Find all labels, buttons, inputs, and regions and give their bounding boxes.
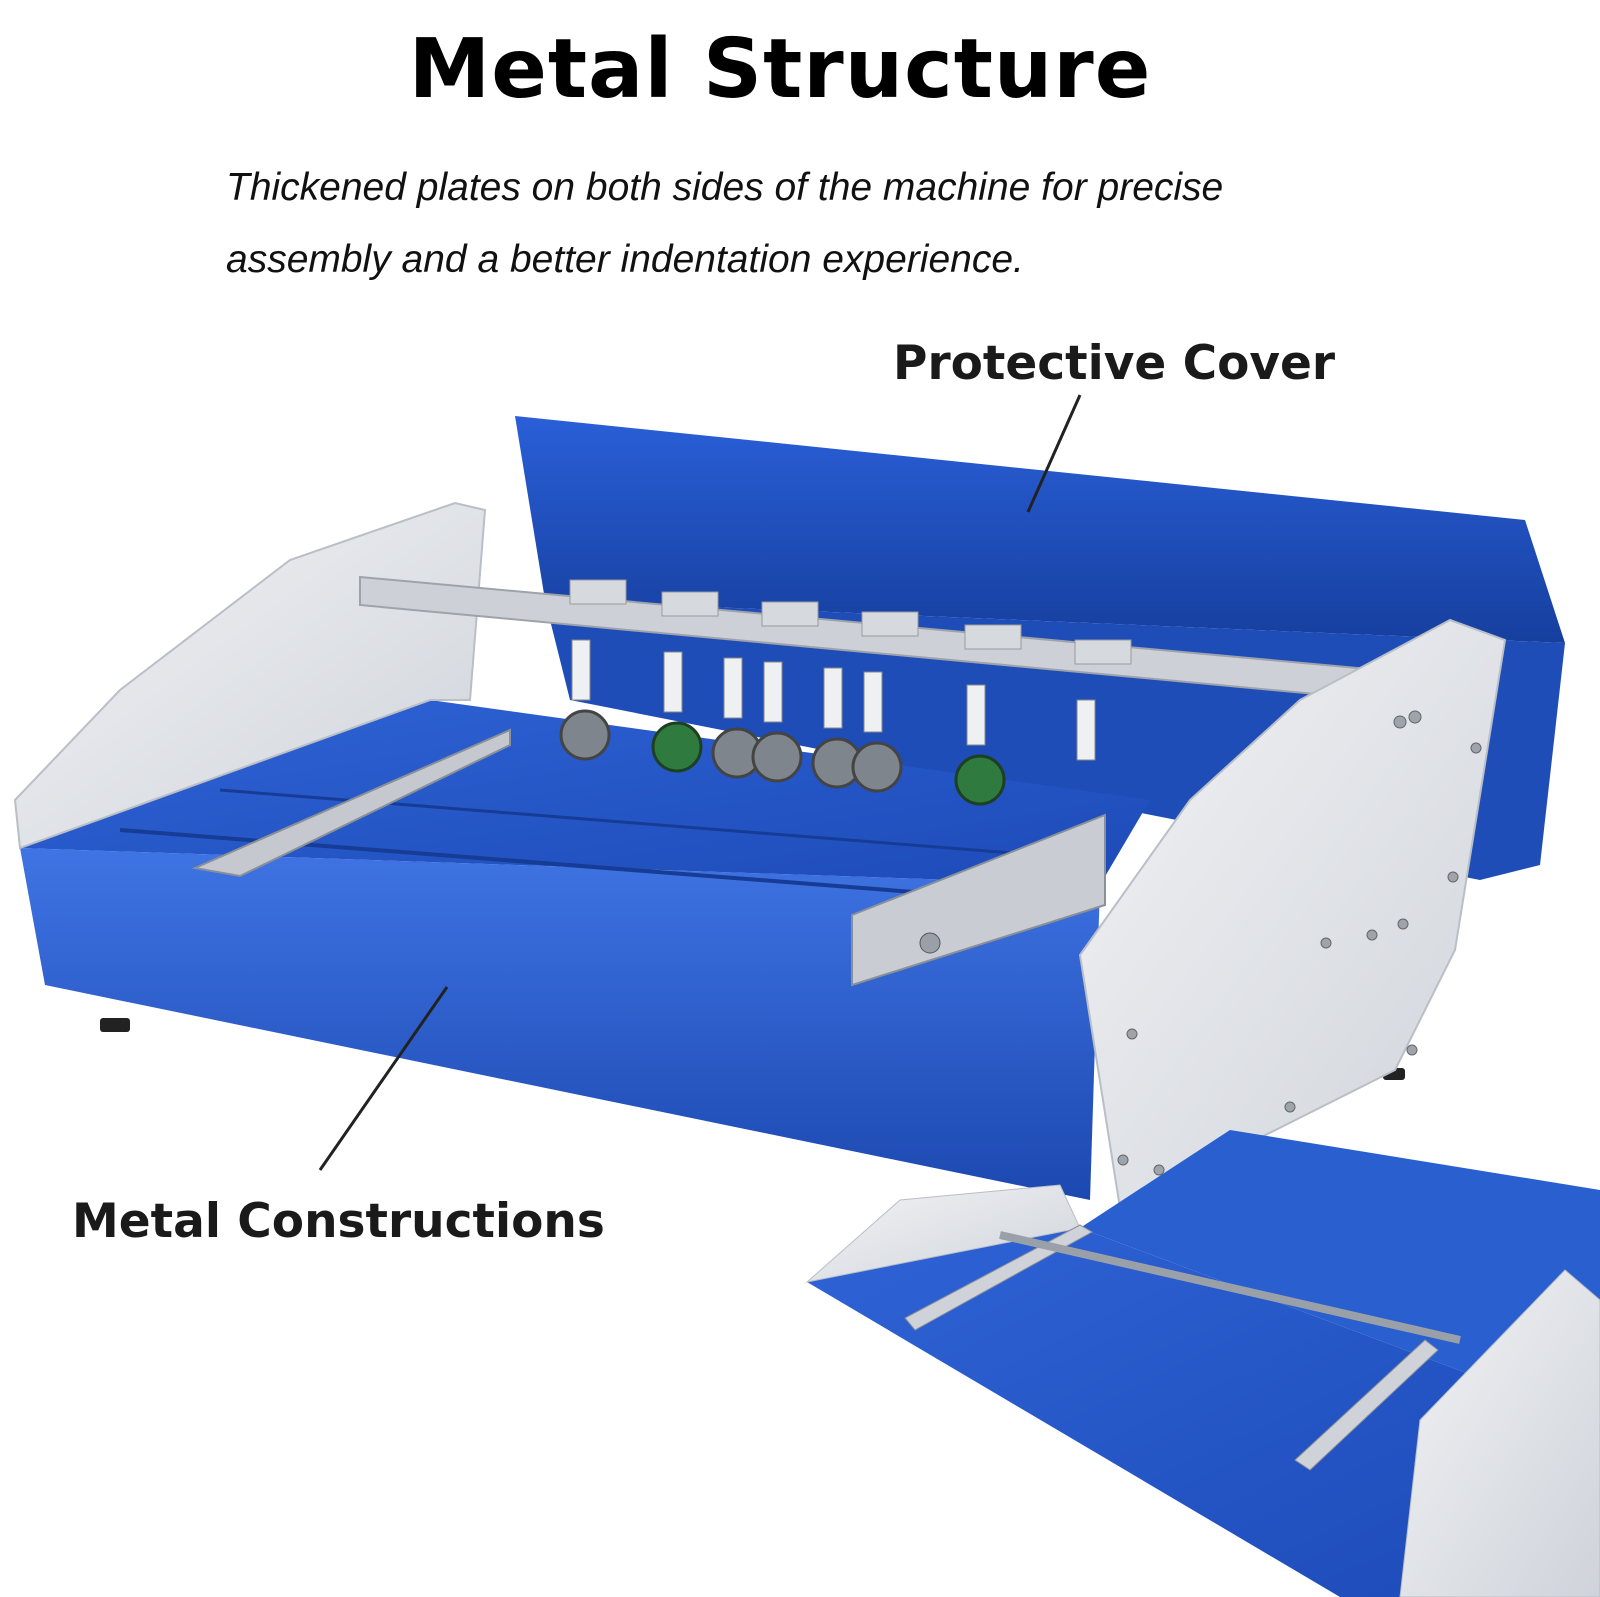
protective-cover-label: Protective Cover (893, 336, 1336, 391)
cover-leader-line (1026, 394, 1082, 513)
plate-rivets (1117, 710, 1482, 1176)
machine-second-view (805, 1130, 1600, 1597)
page-title: Metal Structure (408, 22, 1152, 117)
page-description: Thickened plates on both sides of the ma… (226, 166, 1224, 281)
metal-constructions-label: Metal Constructions (72, 1194, 605, 1249)
left-paper-guide (191, 728, 511, 878)
right-paper-guide (851, 813, 1106, 987)
metal-leader-line (318, 986, 449, 1171)
crease-wheels (559, 579, 1132, 806)
